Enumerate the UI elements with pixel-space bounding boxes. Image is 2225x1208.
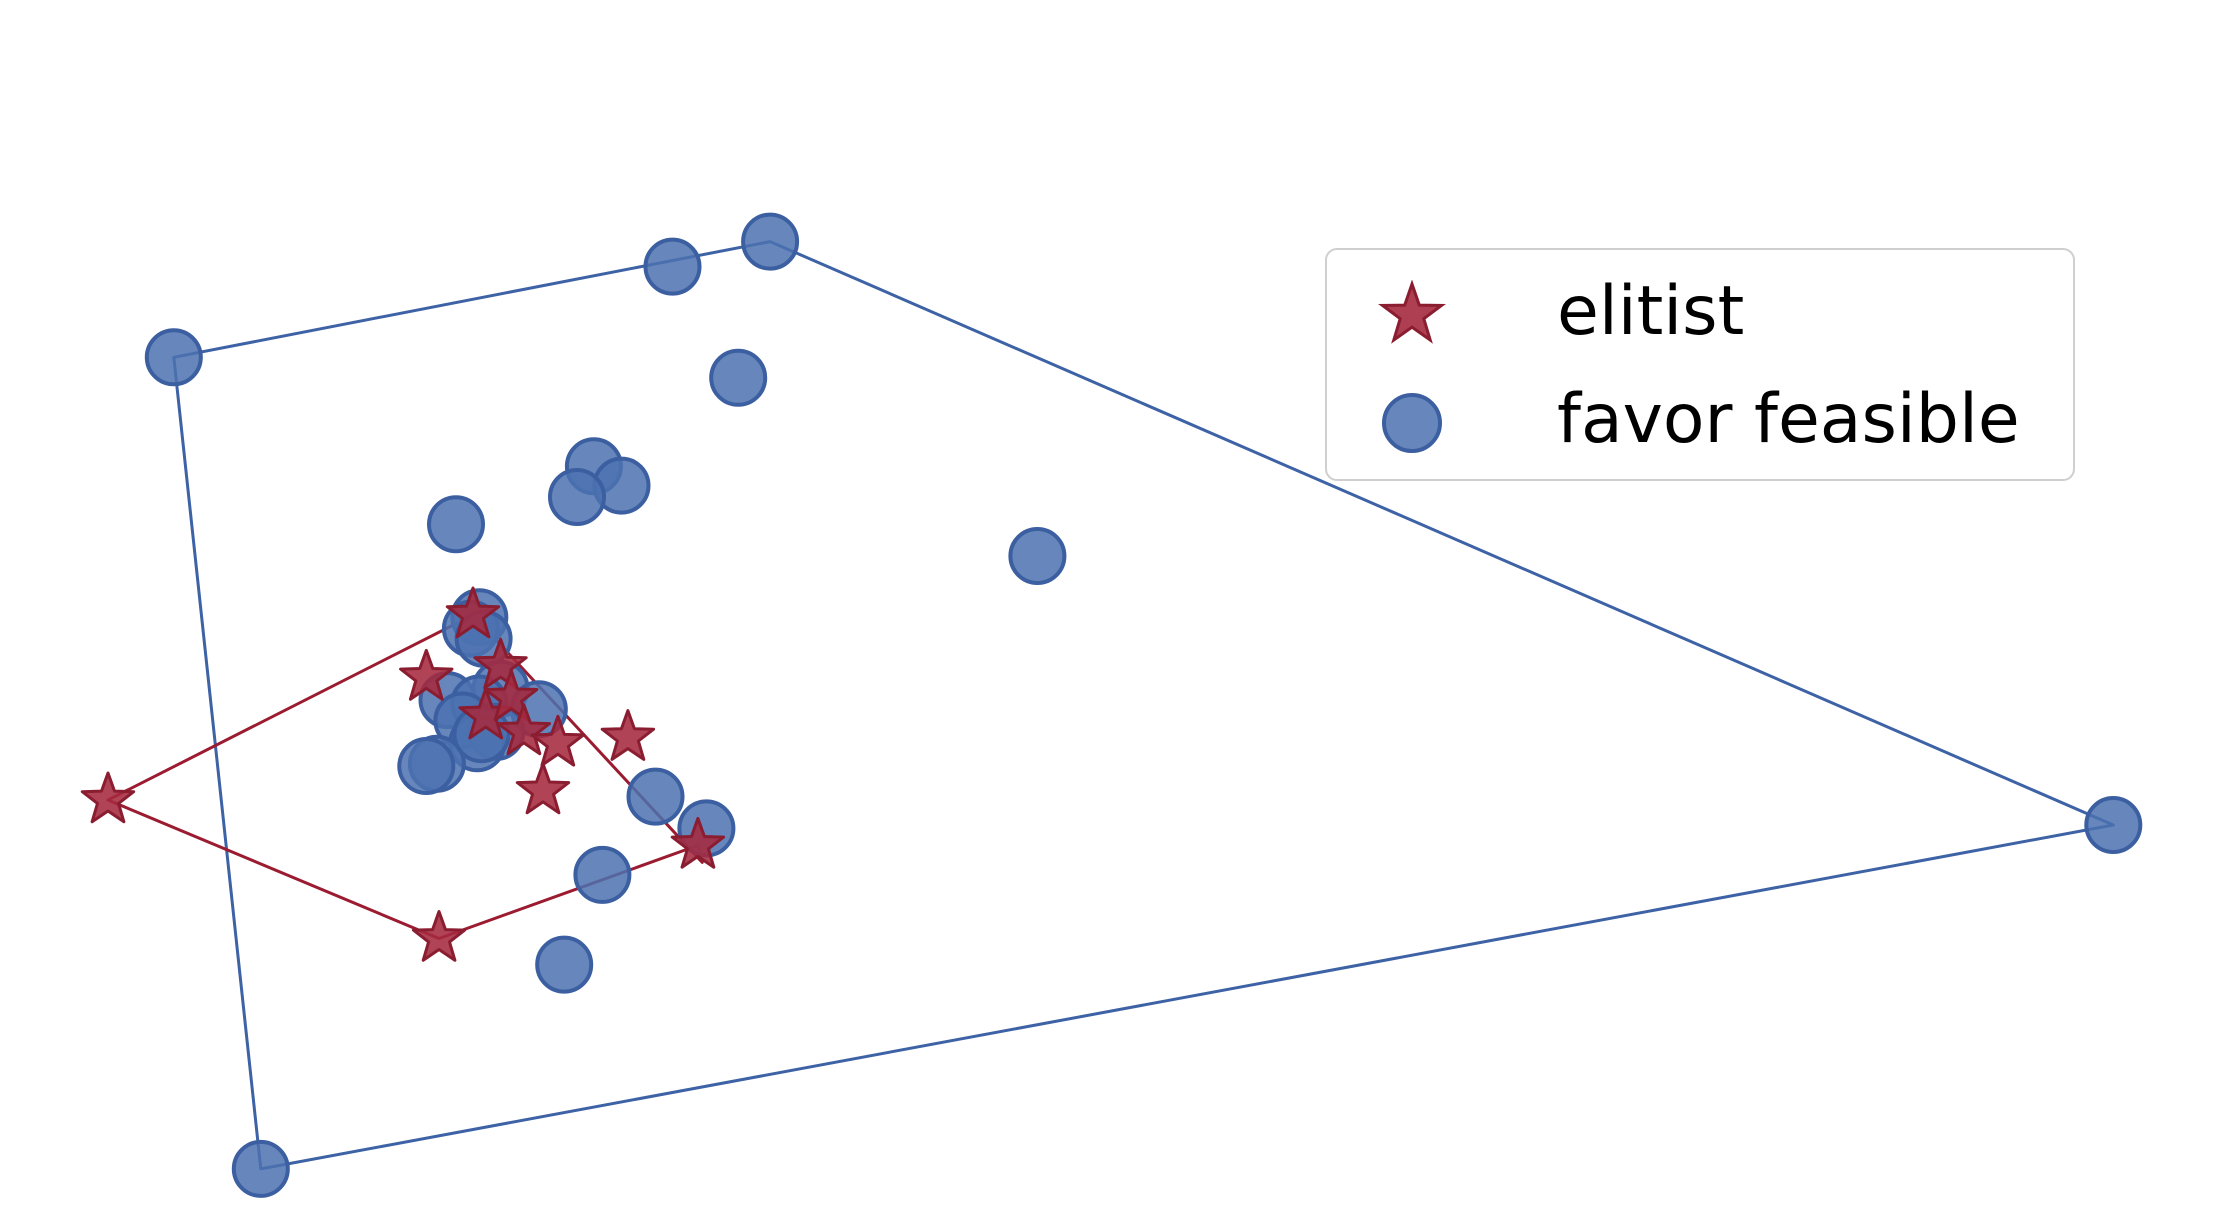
favor-feasible-points-layer xyxy=(144,212,2143,1198)
elitist-points-layer xyxy=(80,586,726,962)
legend-star-icon xyxy=(1378,280,1446,344)
favor-feasible-point-26 xyxy=(535,935,594,994)
chart-legend: elitist favor feasible xyxy=(1325,248,2075,481)
legend-label-elitist: elitist xyxy=(1557,272,1745,351)
elitist-point-1 xyxy=(399,648,454,701)
favor-feasible-point-27 xyxy=(2084,796,2143,854)
elitist-point-4 xyxy=(473,637,528,690)
elitist-point-6 xyxy=(496,703,552,756)
favor-feasible-point-25 xyxy=(573,845,632,904)
favor-feasible-point-2 xyxy=(643,237,702,296)
favor-feasible-point-9 xyxy=(1008,527,1067,585)
favor-feasible-point-21 xyxy=(397,737,456,795)
elitist-point-0 xyxy=(80,771,136,824)
legend-entry-elitist: elitist xyxy=(1327,260,2073,360)
elitist-point-11 xyxy=(411,910,467,962)
legend-circle-icon xyxy=(1382,393,1442,453)
elitist-point-8 xyxy=(530,714,585,767)
favor-feasible-point-0 xyxy=(144,328,203,387)
favor-feasible-point-8 xyxy=(427,495,485,554)
favor-feasible-point-3 xyxy=(741,212,800,271)
favor-feasible-point-4 xyxy=(709,348,768,407)
legend-label-favor-feasible: favor feasible xyxy=(1557,380,2020,459)
elitist-point-2 xyxy=(445,586,501,639)
favor-feasible-point-1 xyxy=(231,1139,290,1198)
favor-feasible-point-23 xyxy=(626,767,685,826)
elitist-point-9 xyxy=(600,709,656,761)
legend-entry-favor-feasible: favor feasible xyxy=(1327,368,2073,468)
elitist-point-5 xyxy=(484,669,539,722)
elitist-point-10 xyxy=(670,816,726,869)
elitist-point-7 xyxy=(515,762,571,815)
favor-feasible-point-7 xyxy=(548,468,606,526)
